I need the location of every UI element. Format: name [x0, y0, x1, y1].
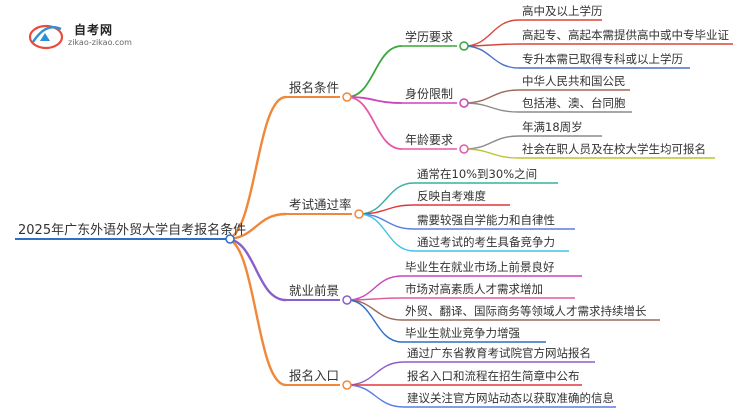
branch-3-leaf-0-label: 通过广东省教育考试院官方网站报名 — [407, 346, 591, 360]
branch-1-collapse-toggle[interactable] — [354, 209, 364, 219]
branch-0-sub-2-leaf-1-label: 社会在职人员及在校大学生均可报名 — [522, 142, 706, 156]
branch-2-leaf-2-link — [346, 299, 403, 321]
sub-1-leaf-0-link — [463, 89, 520, 104]
branch-3-leaf-2[interactable]: 建议关注官方网站动态以获取准确的信息 — [404, 391, 616, 408]
branch-0-sub-1-leaf-0[interactable]: 中华人民共和国公民 — [519, 74, 630, 91]
branch-0-sub-0[interactable]: 学历要求 — [402, 29, 457, 47]
branch-0-sub-0-leaf-2[interactable]: 专升本需已取得专科或以上学历 — [519, 52, 690, 69]
branch-0-to-sub-0-link — [346, 45, 403, 98]
branch-1-leaf-3[interactable]: 通过考试的考生具备竞争力 — [414, 235, 569, 252]
branch-0-sub-0-leaf-1-label: 高起专、高起本需提供高中或中专毕业证 — [522, 28, 729, 42]
sub-0-leaf-2-link — [463, 45, 520, 69]
branch-1-leaf-0[interactable]: 通常在10%到30%之间 — [414, 167, 558, 184]
branch-2-leaf-2-label: 外贸、翻译、国际商务等领域人才需求持续增长 — [405, 304, 647, 318]
branch-0-sub-2[interactable]: 年龄要求 — [402, 133, 457, 150]
branch-1-leaf-3-link — [358, 213, 415, 252]
root-collapse-toggle[interactable] — [225, 234, 235, 244]
branch-0-sub-2-label: 年龄要求 — [405, 133, 453, 147]
branch-0-collapse-toggle[interactable] — [342, 92, 352, 102]
branch-2-leaf-3[interactable]: 毕业生就业竞争力增强 — [402, 326, 546, 343]
branch-0-sub-0-leaf-2-label: 专升本需已取得专科或以上学历 — [522, 52, 683, 66]
branch-1[interactable]: 考试通过率 — [286, 197, 352, 215]
branch-0-sub-1-collapse-toggle[interactable] — [459, 98, 469, 108]
branch-1-leaf-2[interactable]: 需要较强自学能力和自律性 — [414, 213, 575, 230]
branch-2-leaf-2[interactable]: 外贸、翻译、国际商务等领域人才需求持续增长 — [402, 304, 660, 321]
branch-2-leaf-0[interactable]: 毕业生在就业市场上前景良好 — [402, 260, 582, 277]
branch-2-leaf-3-label: 毕业生就业竞争力增强 — [405, 326, 520, 340]
branch-2[interactable]: 就业前景 — [286, 283, 340, 301]
branch-2-leaf-1-label: 市场对高素质人才需求增加 — [405, 282, 543, 296]
branch-0-sub-1[interactable]: 身份限制 — [402, 86, 457, 104]
sub-2-leaf-1-link — [463, 148, 520, 159]
sub-2-leaf-0-link — [463, 135, 520, 150]
branch-1-leaf-2-label: 需要较强自学能力和自律性 — [417, 213, 555, 227]
sub-1-leaf-1-link — [463, 102, 520, 113]
branch-0-to-sub-2-link — [346, 96, 403, 150]
branch-1-leaf-0-label: 通常在10%到30%之间 — [417, 167, 537, 181]
branch-3[interactable]: 报名入口 — [286, 368, 340, 386]
branch-1-leaf-1[interactable]: 反映自考难度 — [414, 189, 510, 206]
branch-0-sub-0-leaf-0[interactable]: 高中及以上学历 — [519, 4, 603, 21]
mindmap-links — [225, 19, 520, 408]
branch-2-leaf-0-link — [346, 275, 403, 301]
branch-0-sub-2-collapse-toggle[interactable] — [459, 144, 469, 154]
branch-0-sub-0-leaf-1[interactable]: 高起专、高起本需提供高中或中专毕业证 — [519, 28, 733, 45]
branch-0[interactable]: 报名条件 — [286, 80, 340, 98]
sub-0-leaf-0-link — [463, 19, 520, 47]
logo-url: zikao-zikao.com — [68, 38, 132, 47]
branch-2-label: 就业前景 — [289, 283, 339, 298]
root-to-branch-3-link — [225, 237, 287, 387]
branch-3-collapse-toggle[interactable] — [342, 380, 352, 390]
branch-0-sub-1-leaf-0-label: 中华人民共和国公民 — [522, 74, 626, 88]
root-to-branch-2-link — [225, 237, 287, 302]
branch-1-label: 考试通过率 — [289, 197, 352, 212]
branch-2-leaf-1[interactable]: 市场对高素质人才需求增加 — [402, 282, 575, 299]
branch-3-leaf-2-label: 建议关注官方网站动态以获取准确的信息 — [407, 391, 614, 405]
branch-0-sub-2-leaf-0[interactable]: 年满18周岁 — [519, 120, 602, 137]
branch-2-collapse-toggle[interactable] — [342, 295, 352, 305]
root-topic-label: 2025年广东外语外贸大学自考报名条件 — [18, 222, 246, 238]
branch-0-sub-0-label: 学历要求 — [405, 29, 453, 44]
branch-0-sub-0-leaf-0-label: 高中及以上学历 — [522, 4, 603, 18]
branch-3-leaf-0[interactable]: 通过广东省教育考试院官方网站报名 — [404, 346, 595, 363]
branch-3-leaf-2-link — [346, 384, 405, 408]
branch-1-leaf-3-label: 通过考试的考生具备竞争力 — [417, 235, 555, 249]
branch-0-sub-0-collapse-toggle[interactable] — [459, 41, 469, 51]
logo-title: 自考网 — [74, 23, 114, 37]
branch-0-sub-1-leaf-1-label: 包括港、澳、台同胞 — [522, 96, 626, 110]
branch-3-label: 报名入口 — [289, 368, 339, 383]
branch-0-sub-2-leaf-0-label: 年满18周岁 — [522, 120, 583, 134]
root-to-branch-0-link — [225, 95, 287, 241]
branch-0-sub-2-leaf-1[interactable]: 社会在职人员及在校大学生均可报名 — [519, 142, 715, 159]
branch-2-leaf-3-link — [346, 299, 403, 343]
branch-1-leaf-2-link — [358, 213, 415, 230]
mindmap-nodes: 2025年广东外语外贸大学自考报名条件 报名条件 学历要求 高中及以上学历高起专、高起… — [15, 4, 733, 408]
branch-2-leaf-0-label: 毕业生在就业市场上前景良好 — [405, 260, 555, 274]
branch-3-leaf-1-label: 报名入口和流程在招生简章中公布 — [407, 369, 580, 383]
site-logo[interactable]: 自考网 zikao-zikao.com — [28, 20, 148, 50]
branch-3-leaf-0-link — [346, 361, 405, 386]
branch-0-label: 报名条件 — [289, 80, 339, 95]
branch-3-leaf-1[interactable]: 报名入口和流程在招生简章中公布 — [404, 369, 582, 386]
branch-1-leaf-1-label: 反映自考难度 — [417, 189, 486, 203]
branch-0-sub-1-leaf-1[interactable]: 包括港、澳、台同胞 — [519, 96, 632, 113]
root-topic[interactable]: 2025年广东外语外贸大学自考报名条件 — [15, 222, 246, 240]
logo-icon — [28, 24, 64, 50]
branch-0-sub-1-label: 身份限制 — [405, 86, 453, 101]
